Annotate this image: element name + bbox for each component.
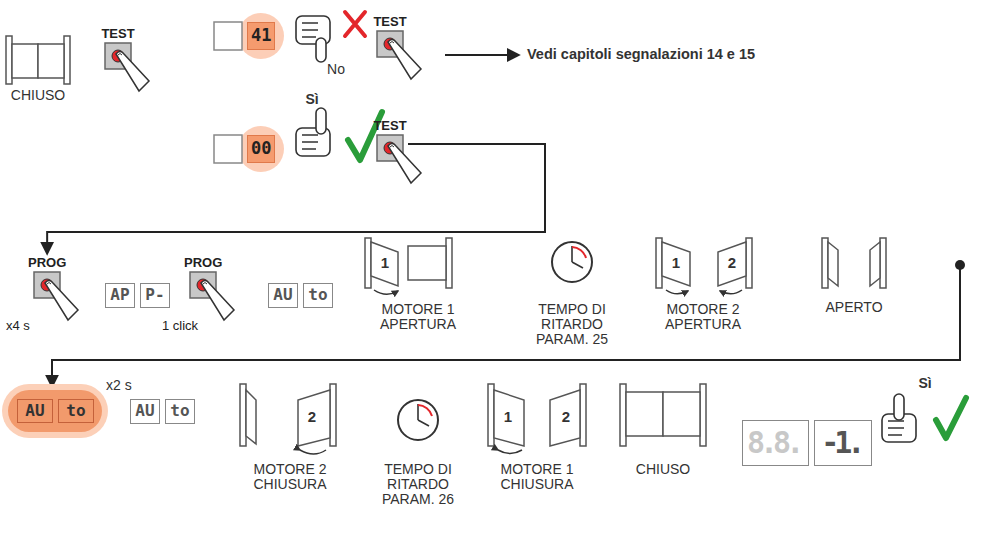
push-button: TEST bbox=[100, 26, 136, 71]
label: APERTO bbox=[819, 300, 889, 315]
label: 2 bbox=[305, 408, 319, 425]
button-hand bbox=[375, 133, 405, 163]
red-cross bbox=[345, 12, 365, 36]
gate-closed bbox=[620, 384, 706, 446]
flow-connector bbox=[47, 144, 545, 253]
press-duration: x4 s bbox=[6, 318, 30, 333]
label: Vedi capitoli segnalazioni 14 e 15 bbox=[527, 47, 967, 62]
display-glow bbox=[214, 13, 284, 172]
press-duration: 1 click bbox=[162, 318, 198, 333]
label: MOTORE 2 APERTURA bbox=[657, 302, 749, 332]
gate-closed bbox=[6, 36, 70, 84]
digit-box: 8.8. bbox=[742, 420, 809, 466]
digit-box: to bbox=[303, 283, 333, 308]
digit-box: to bbox=[58, 399, 94, 423]
gate-motor1-close bbox=[488, 384, 586, 454]
push-button: TEST bbox=[372, 14, 408, 59]
arrow bbox=[445, 54, 518, 56]
push-button: PROGx4 s bbox=[28, 255, 66, 300]
display-digits: AUto bbox=[17, 399, 94, 423]
digit-box: P- bbox=[140, 283, 170, 308]
label: x2 s bbox=[106, 378, 146, 393]
label: Sì bbox=[910, 376, 940, 391]
return-line bbox=[52, 265, 960, 386]
button-hand bbox=[375, 29, 405, 59]
green-check bbox=[936, 398, 966, 438]
label: 2 bbox=[559, 408, 573, 425]
label: No bbox=[321, 62, 351, 77]
display-digits: AUto bbox=[268, 283, 333, 308]
button-hand bbox=[32, 270, 62, 300]
label: CHIUSO bbox=[3, 88, 73, 103]
display-digits: 41 bbox=[247, 22, 275, 50]
button-label: PROG bbox=[184, 255, 222, 270]
button-label: TEST bbox=[100, 26, 136, 41]
gate-motor2-close bbox=[240, 384, 336, 454]
push-button: PROG1 click bbox=[184, 255, 222, 300]
label: 1 bbox=[501, 408, 515, 425]
digit-box: AU bbox=[268, 283, 298, 308]
button-hand bbox=[103, 41, 133, 71]
gate-motor1-open bbox=[365, 238, 452, 294]
digit-box: AU bbox=[130, 399, 160, 424]
clock bbox=[398, 400, 438, 440]
label: Sì bbox=[297, 92, 327, 107]
digit-box: 41 bbox=[247, 22, 275, 50]
thumb-down bbox=[296, 16, 330, 62]
button-label: TEST bbox=[372, 14, 408, 29]
button-hand bbox=[188, 270, 218, 300]
gate-motor2-open bbox=[656, 238, 752, 294]
display-digits: AUto bbox=[130, 399, 195, 424]
label: TEMPO DI RITARDO PARAM. 25 bbox=[526, 302, 618, 347]
label: MOTORE 1 CHIUSURA bbox=[491, 462, 583, 492]
label: 1 bbox=[669, 254, 683, 271]
display-digits: 8.8.-1. bbox=[742, 420, 872, 466]
button-label: TEST bbox=[372, 118, 408, 133]
label: MOTORE 1 APERTURA bbox=[372, 302, 464, 332]
label: MOTORE 2 CHIUSURA bbox=[244, 462, 336, 492]
push-button: TEST bbox=[372, 118, 408, 163]
label: TEMPO DI RITARDO PARAM. 26 bbox=[372, 462, 464, 507]
digit-box: -1. bbox=[814, 420, 872, 466]
label: 1 bbox=[378, 254, 392, 271]
blink-glow bbox=[2, 384, 108, 438]
digit-box: AP bbox=[105, 283, 135, 308]
display-digits: 00 bbox=[247, 135, 275, 163]
label: 2 bbox=[725, 254, 739, 271]
thumb-up bbox=[882, 394, 916, 442]
digit-box: AU bbox=[17, 399, 53, 423]
label: CHIUSO bbox=[628, 462, 698, 477]
digit-box: to bbox=[165, 399, 195, 424]
display-digits: APP- bbox=[105, 283, 170, 308]
clock bbox=[552, 242, 592, 282]
digit-box: 00 bbox=[247, 135, 275, 163]
thumb-up bbox=[296, 108, 330, 156]
gate-open bbox=[822, 238, 886, 288]
button-label: PROG bbox=[28, 255, 66, 270]
